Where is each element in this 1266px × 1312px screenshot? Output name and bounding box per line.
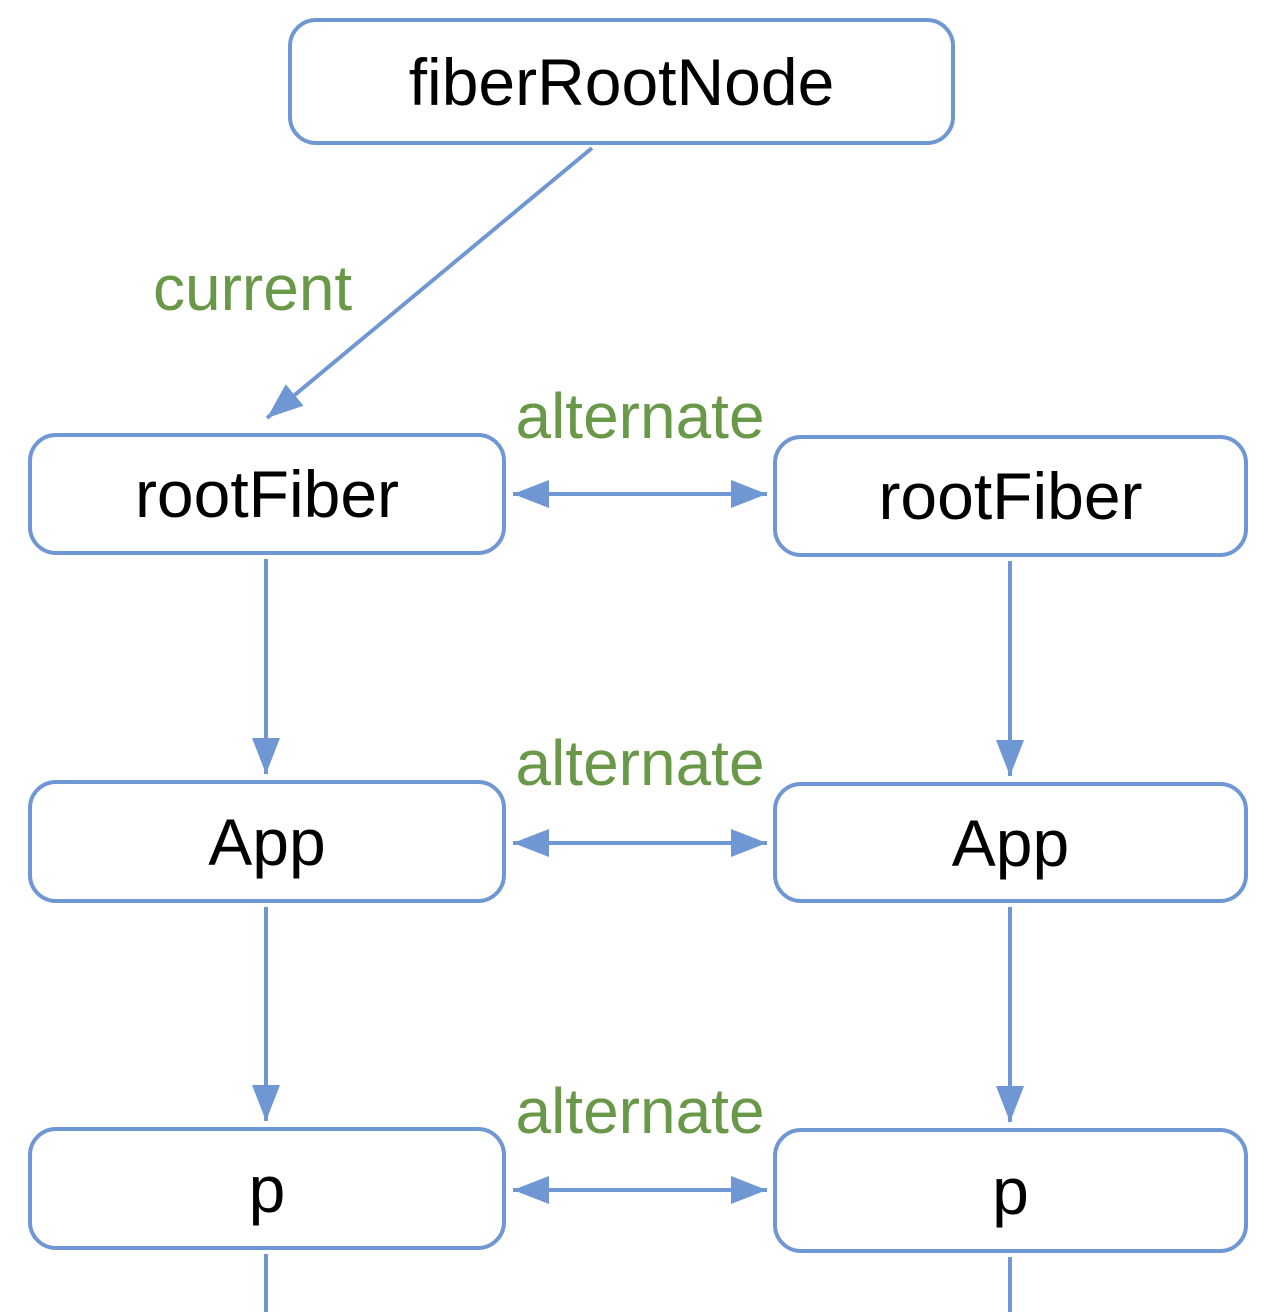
- node-app-alternate: App: [773, 782, 1248, 903]
- node-p-alternate: p: [773, 1128, 1248, 1253]
- node-rootfiber-alternate: rootFiber: [773, 435, 1248, 557]
- edge-label-alternate-p: alternate: [515, 1075, 765, 1147]
- node-rootfiber-current: rootFiber: [28, 433, 506, 555]
- node-app-current: App: [28, 780, 506, 903]
- edge-label-current: current: [153, 252, 353, 324]
- node-rootfiber-alternate-label: rootFiber: [878, 459, 1143, 533]
- node-p-alternate-label: p: [992, 1153, 1029, 1228]
- node-app-current-label: App: [208, 804, 326, 879]
- edge-current-arrow: [265, 146, 594, 420]
- edge-label-alternate-app: alternate: [515, 727, 765, 799]
- edge-label-alternate-rootfiber: alternate: [515, 380, 765, 452]
- node-fiberrootnode-label: fiberRootNode: [408, 44, 835, 119]
- node-fiberrootnode: fiberRootNode: [288, 18, 955, 145]
- node-p-current: p: [28, 1127, 506, 1250]
- node-rootfiber-current-label: rootFiber: [134, 457, 400, 531]
- node-app-alternate-label: App: [951, 805, 1070, 880]
- node-p-current-label: p: [248, 1151, 286, 1226]
